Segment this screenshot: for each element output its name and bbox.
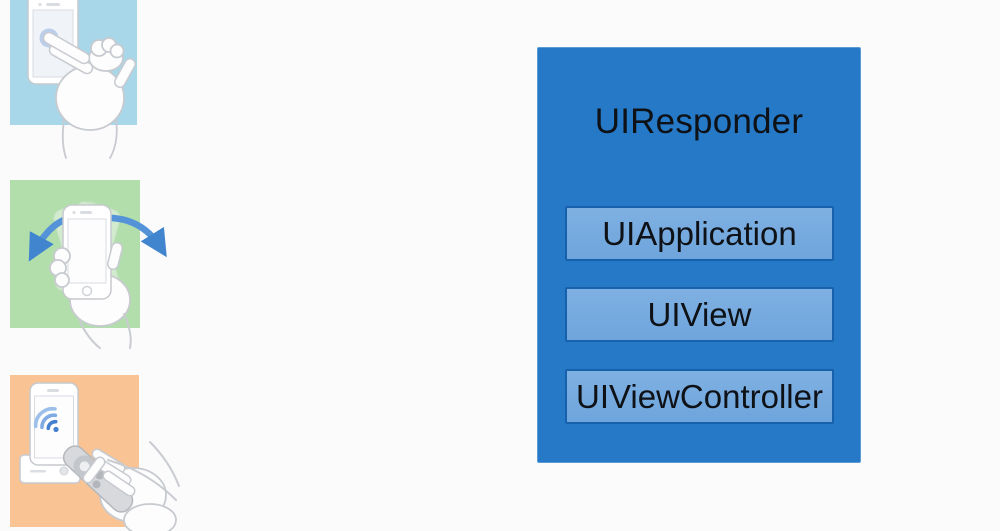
- phone-icon: [29, 382, 79, 466]
- uiapplication-label: UIApplication: [602, 214, 797, 252]
- uiviewcontroller-node: UIViewController: [565, 369, 834, 424]
- fingers-icon: [82, 441, 180, 501]
- signal-waves-icon: [33, 406, 59, 433]
- uiapplication-node: UIApplication: [565, 206, 834, 261]
- hand-icon: [42, 31, 136, 159]
- touch-gesture-illustration: [10, 0, 137, 159]
- remote-control-illustration: [10, 375, 180, 531]
- uiview-label: UIView: [647, 295, 752, 333]
- uiresponder-class-box: UIResponder UIApplication UIView UIViewC…: [537, 47, 861, 463]
- shake-motion-illustration: [10, 180, 167, 349]
- uiview-node: UIView: [565, 287, 834, 342]
- uiviewcontroller-label: UIViewController: [576, 377, 823, 415]
- fingers-icon: [49, 242, 132, 349]
- uiresponder-title: UIResponder: [594, 102, 804, 141]
- phone-icon: [62, 204, 112, 300]
